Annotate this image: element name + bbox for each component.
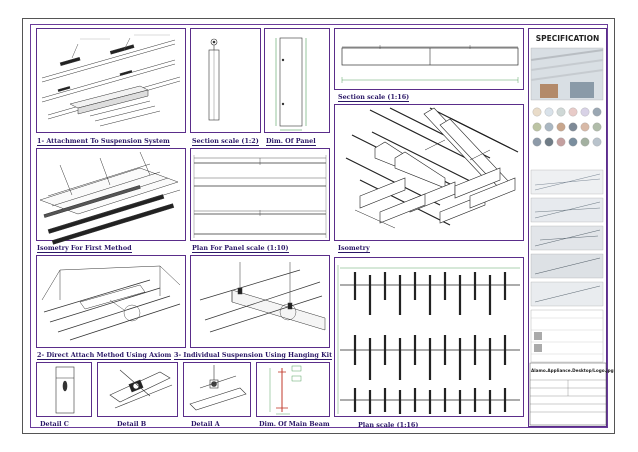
color-swatch — [556, 107, 566, 117]
dim-main-beam-drawing — [269, 365, 302, 415]
detail-c-drawing — [55, 366, 75, 414]
panel-section-116 — [334, 28, 524, 90]
isometry-first-drawing — [39, 151, 181, 245]
label-detail-c: Detail C — [40, 420, 69, 428]
plan-116-drawing — [337, 265, 520, 414]
color-swatch — [532, 137, 542, 147]
section-116-drawing — [341, 45, 519, 83]
spec-images — [529, 47, 607, 426]
label-direct-attach: 2- Direct Attach Method Using Axiom — [37, 351, 172, 360]
label-attachment: 1- Attachment To Suspension System — [37, 137, 170, 146]
specification-title: SPECIFICATION — [535, 34, 600, 43]
color-swatch — [532, 107, 542, 117]
color-swatch — [568, 137, 578, 147]
label-detail-b: Detail B — [117, 420, 147, 428]
label-plan-116: Plan scale (1:16) — [358, 421, 419, 429]
detail-b-drawing — [109, 369, 173, 409]
label-section-116: Section scale (1:16) — [338, 93, 410, 102]
title-block-logo-file: Alamo.Appliance.Desktop/Logo.jpg — [531, 368, 614, 373]
color-swatch — [580, 137, 590, 147]
color-swatch — [568, 122, 578, 132]
color-swatch — [556, 122, 566, 132]
label-individual-susp: 3- Individual Suspension Using Hanging K… — [174, 351, 333, 360]
label-plan-panel: Plan For Panel scale (1:10) — [192, 244, 289, 253]
color-swatch — [592, 122, 602, 132]
color-swatch — [544, 137, 554, 147]
panel-dim-panel — [264, 28, 330, 133]
detail-a-drawing — [189, 365, 247, 411]
dim-panel-drawing — [275, 37, 307, 131]
color-swatch — [568, 107, 578, 117]
isometry-drawing — [345, 107, 519, 229]
label-detail-a: Detail A — [191, 420, 220, 428]
attachment-drawing — [41, 34, 181, 127]
label-dim-panel: Dim. Of Panel — [266, 137, 316, 146]
color-swatch — [592, 107, 602, 117]
color-swatch — [532, 122, 542, 132]
individual-susp-drawing — [199, 262, 326, 333]
label-dim-main-beam: Dim. Of Main Beam — [259, 420, 330, 428]
color-swatch — [580, 107, 590, 117]
panel-section-12 — [190, 28, 261, 133]
label-isometry: Isometry — [338, 244, 370, 253]
sheet-outer-frame — [22, 18, 615, 434]
label-isometry-first: Isometry For First Method — [37, 244, 132, 253]
plan-panel-drawing — [193, 155, 327, 238]
color-swatch — [544, 122, 554, 132]
label-section-12: Section scale (1:2) — [192, 137, 259, 146]
color-swatches — [532, 107, 602, 147]
color-swatch — [544, 107, 554, 117]
sheet-inner-frame — [30, 24, 608, 428]
color-swatch — [556, 137, 566, 147]
color-swatch — [592, 137, 602, 147]
section-12-drawing — [208, 38, 220, 121]
direct-attach-drawing — [41, 265, 181, 341]
color-swatch — [580, 122, 590, 132]
